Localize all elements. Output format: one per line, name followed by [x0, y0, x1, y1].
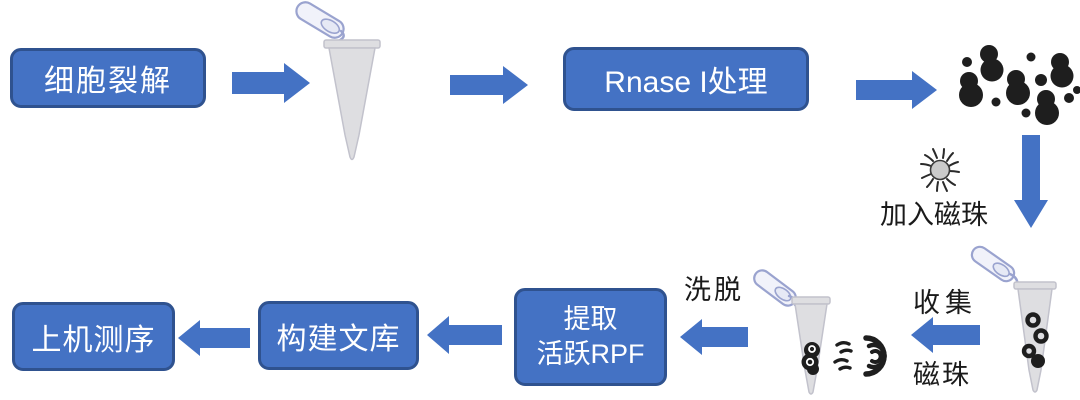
magnet-icon [833, 335, 887, 377]
magnet-tube-icon [753, 269, 831, 395]
arrow-lysis-to-tube-icon [232, 63, 310, 103]
label-collect-beads-line2: 磁珠 [913, 360, 971, 390]
step-label-extract-line2: 活跃RPF [536, 339, 645, 369]
step-box-build-library: 构建文库 [258, 301, 419, 370]
step-box-rnase-treatment: Rnase I处理 [563, 47, 809, 111]
bead-tube-icon [970, 245, 1057, 393]
arrow-down-add-beads-icon [1014, 135, 1048, 228]
step-label-cell-lysis: 细胞裂解 [44, 65, 172, 98]
step-label-build-library: 构建文库 [276, 322, 401, 356]
step-label-rnase-treatment: Rnase I处理 [604, 66, 768, 99]
arrow-rnase-to-ribosomes-icon [856, 71, 937, 109]
label-elution: 洗脱 [684, 275, 744, 305]
step-label-sequencing: 上机测序 [31, 323, 156, 357]
step-label-extract-line1: 提取 [563, 303, 618, 334]
arrow-library-to-sequencing-icon [178, 320, 250, 356]
magnetic-bead-icon [920, 148, 960, 192]
arrow-elution-icon [680, 319, 748, 355]
ribosome-cluster-icon [959, 45, 1080, 125]
lysate-tube-icon [295, 1, 381, 161]
arrow-extract-to-library-icon [427, 316, 502, 354]
label-add-beads: 加入磁珠 [880, 200, 988, 230]
arrow-tube-to-rnase-icon [450, 66, 528, 104]
label-collect-beads-line1: 收集 [913, 288, 977, 318]
step-box-sequencing: 上机测序 [12, 302, 175, 371]
arrow-collect-beads-icon [911, 317, 980, 353]
step-box-extract-rpf: 提取 活跃RPF [514, 288, 667, 386]
step-box-cell-lysis: 细胞裂解 [10, 48, 206, 108]
